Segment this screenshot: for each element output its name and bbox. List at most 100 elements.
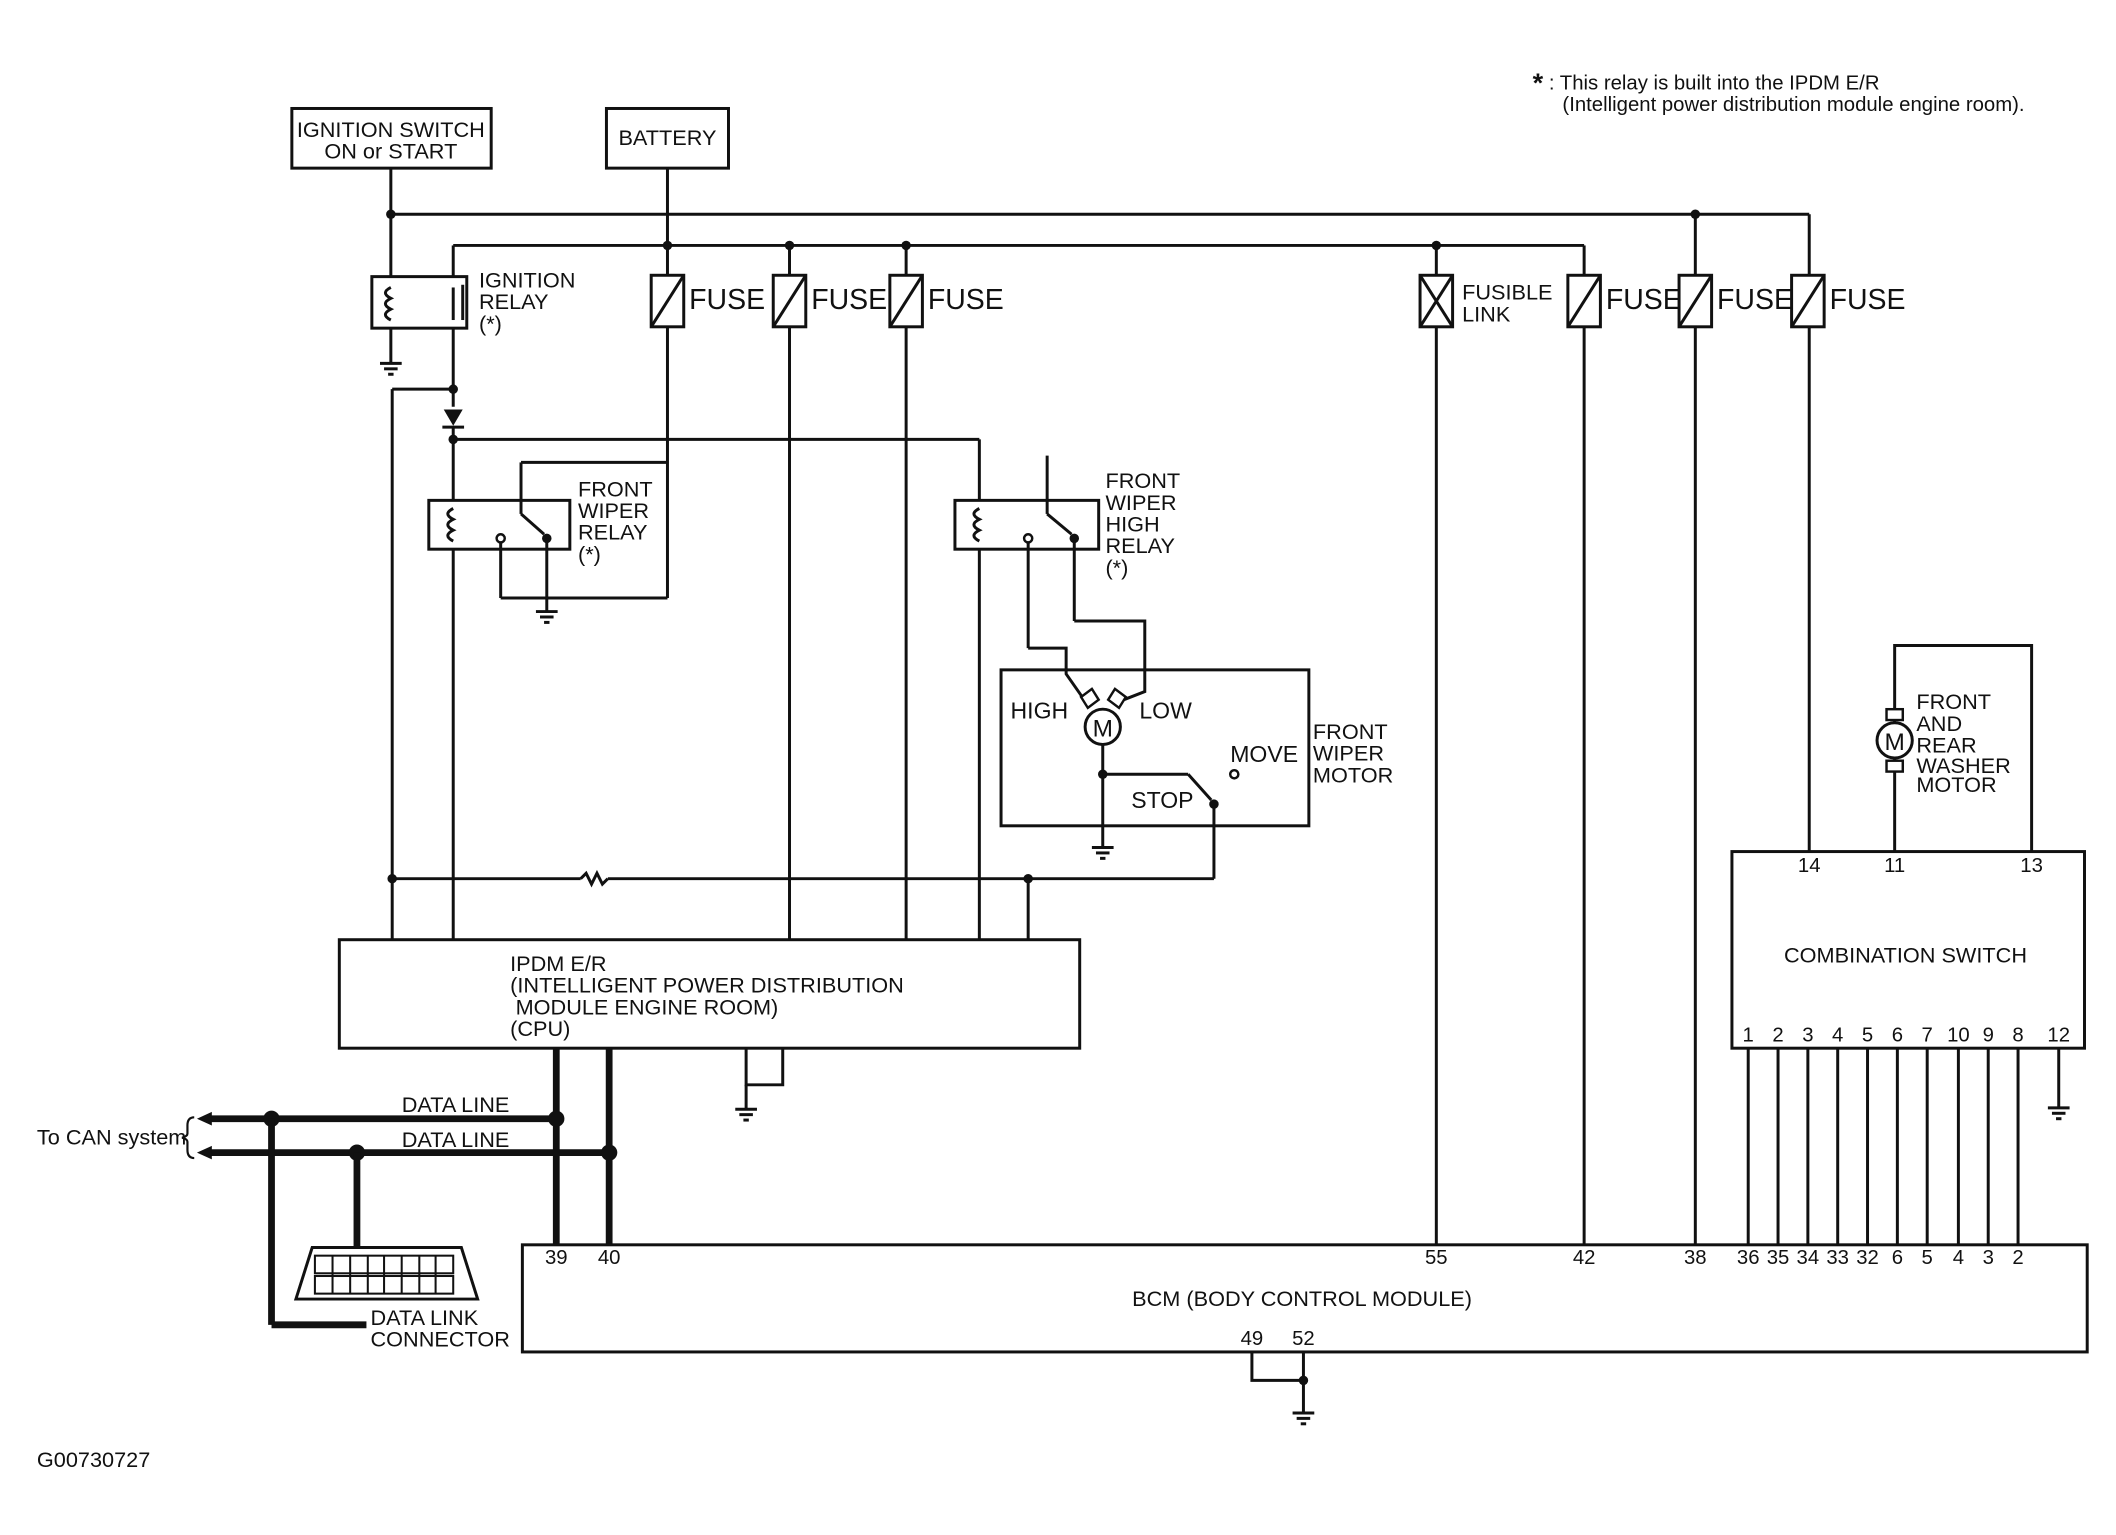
bcm-bottom-pin: 52 <box>1292 1328 1315 1350</box>
fusible-link-label-2: LINK <box>1462 301 1511 326</box>
ipdm-label-1: IPDM E/R <box>510 951 606 976</box>
bcm-top-pin: 55 <box>1425 1247 1448 1269</box>
wiper-motor-stop: STOP <box>1131 787 1193 813</box>
wiper-motor-label-3: MOTOR <box>1313 762 1393 787</box>
dlc-label-1: DATA LINK <box>371 1305 479 1330</box>
combination-switch-bottom-pin: 8 <box>2012 1024 2023 1046</box>
wiper-motor-label-2: WIPER <box>1313 741 1384 766</box>
dlc-label-2: CONNECTOR <box>371 1327 510 1352</box>
ipdm-label-4: (CPU) <box>510 1016 570 1041</box>
note-line2: (Intelligent power distribution module e… <box>1562 94 2024 116</box>
switch-to-bcm-wires <box>1746 1048 2020 1245</box>
ipdm-label-2: (INTELLIGENT POWER DISTRIBUTION <box>510 973 904 998</box>
ipdm-label-3: MODULE ENGINE ROOM) <box>516 994 779 1019</box>
bcm-top-pin: 5 <box>1922 1247 1933 1269</box>
washer-motor-label-1: FRONT <box>1916 689 1991 714</box>
front-wiper-high-relay-label-5: (*) <box>1105 555 1128 580</box>
combination-switch-bottom-pin: 1 <box>1743 1024 1754 1046</box>
combination-switch-bottom-pin: 3 <box>1802 1024 1813 1046</box>
fuse-1-label: FUSE <box>689 284 765 316</box>
combination-switch-title: COMBINATION SWITCH <box>1784 943 2027 968</box>
battery: BATTERY <box>604 106 730 170</box>
bcm-top-pin: 40 <box>598 1247 621 1269</box>
fuse-4-label: FUSE <box>1606 284 1682 316</box>
combination-switch-bottom-pin: 9 <box>1983 1024 1994 1046</box>
bcm-top-pin: 2 <box>2012 1247 2023 1269</box>
ignition-relay-label-3: (*) <box>479 311 502 336</box>
wiper-motor-high: HIGH <box>1011 698 1069 724</box>
combination-switch-bottom-pin: 7 <box>1922 1024 1933 1046</box>
combination-switch-top-pin: 13 <box>2020 855 2043 877</box>
fuse-2-label: FUSE <box>811 284 887 316</box>
front-wiper-relay-label-2: WIPER <box>578 498 649 523</box>
bcm-top-pin: 39 <box>545 1247 568 1269</box>
fuse-1: FUSE <box>649 245 765 598</box>
bcm-top-pin: 3 <box>1983 1247 1994 1269</box>
front-wiper-relay-label-4: (*) <box>578 541 601 566</box>
wiper-motor-move: MOVE <box>1230 741 1298 767</box>
bcm-top-pin: 4 <box>1953 1247 1964 1269</box>
washer-motor-label-5: MOTOR <box>1916 772 1996 797</box>
ignition-relay-label-2: RELAY <box>479 289 549 314</box>
combination-switch-top-pin: 11 <box>1884 855 1905 877</box>
ignition-switch-label-1: IGNITION SWITCH <box>297 117 485 142</box>
fuse-5-label: FUSE <box>1717 284 1793 316</box>
combination-switch-bottom-pin: 5 <box>1862 1024 1873 1046</box>
front-wiper-relay-label-3: RELAY <box>578 520 648 545</box>
can-system-label: To CAN system <box>37 1124 186 1149</box>
bcm-top-pin: 38 <box>1684 1247 1707 1269</box>
diode <box>390 384 981 940</box>
data-link-connector: DATA LINK CONNECTOR <box>268 1118 510 1352</box>
battery-label: BATTERY <box>618 125 716 150</box>
combination-switch-bottom-pin: 6 <box>1892 1024 1903 1046</box>
combination-switch-top-pin: 14 <box>1798 855 1821 877</box>
wiper-motor-label-1: FRONT <box>1313 719 1388 744</box>
relay-note: * : This relay is built into the IPDM E/… <box>1533 67 2025 116</box>
bcm: BCM (BODY CONTROL MODULE) 39 40 55 42 38… <box>520 1243 2089 1426</box>
ignition-relay-label-1: IGNITION <box>479 267 575 292</box>
bcm-title: BCM (BODY CONTROL MODULE) <box>1132 1286 1472 1311</box>
note-line1: : This relay is built into the IPDM E/R <box>1549 72 1880 94</box>
fuse-4: FUSE <box>1566 245 1682 1245</box>
bcm-top-pin: 34 <box>1797 1247 1820 1269</box>
combination-switch-bottom-pin: 12 <box>2047 1024 2070 1046</box>
washer-motor-label-4: WASHER <box>1916 753 2010 778</box>
front-wiper-high-relay: FRONT WIPER HIGH RELAY (*) <box>953 455 1180 940</box>
bcm-top-pin: 33 <box>1826 1247 1849 1269</box>
front-wiper-high-relay-label-2: WIPER <box>1105 490 1176 515</box>
bcm-top-pin: 36 <box>1737 1247 1760 1269</box>
fusible-link-label-1: FUSIBLE <box>1462 280 1552 305</box>
fuse-6: FUSE <box>1790 214 1906 852</box>
bcm-bottom-pin: 49 <box>1241 1328 1264 1350</box>
fuse-3-label: FUSE <box>928 284 1004 316</box>
front-wiper-high-relay-label-4: RELAY <box>1105 533 1175 558</box>
fuse-3: FUSE <box>888 245 1004 940</box>
ignition-relay: IGNITION RELAY (*) <box>370 214 575 407</box>
washer-motor-label-2: AND <box>1916 711 1962 736</box>
bcm-top-pin: 42 <box>1573 1247 1596 1269</box>
combination-switch-bottom-pin: 4 <box>1832 1024 1843 1046</box>
bcm-top-pin: 35 <box>1767 1247 1790 1269</box>
bus-wires <box>386 168 1810 283</box>
ipdm-er: IPDM E/R (INTELLIGENT POWER DISTRIBUTION… <box>337 938 1082 1122</box>
front-wiper-motor: M HIGH LOW MOVE STOP FRONT WIPER MOTOR <box>999 619 1393 879</box>
front-wiper-high-relay-label-1: FRONT <box>1105 468 1180 493</box>
washer-motor-m: M <box>1884 729 1904 756</box>
note-asterisk: * <box>1533 67 1544 98</box>
fuse-2: FUSE <box>771 245 887 940</box>
wiper-motor-m: M <box>1093 715 1113 742</box>
fuse-6-label: FUSE <box>1830 284 1906 316</box>
figure-id: G00730727 <box>37 1447 150 1472</box>
can-lines: DATA LINE DATA LINE To CAN system <box>37 1048 618 1245</box>
combination-switch-bottom-pin: 2 <box>1772 1024 1783 1046</box>
washer-motor: M FRONT AND REAR WASHER MOTOR <box>1875 643 2034 852</box>
bcm-top-pin: 6 <box>1892 1247 1903 1269</box>
fuse-5: FUSE <box>1677 214 1793 1245</box>
ignition-switch-label-2: ON or START <box>324 139 457 164</box>
wiper-motor-low: LOW <box>1139 698 1192 724</box>
front-wiper-high-relay-label-3: HIGH <box>1105 512 1159 537</box>
combination-switch: COMBINATION SWITCH 14 11 13 1 2 3 4 5 6 … <box>1730 850 2086 1121</box>
data-line-label-2: DATA LINE <box>402 1127 510 1152</box>
stop-signal-line <box>387 869 1214 940</box>
